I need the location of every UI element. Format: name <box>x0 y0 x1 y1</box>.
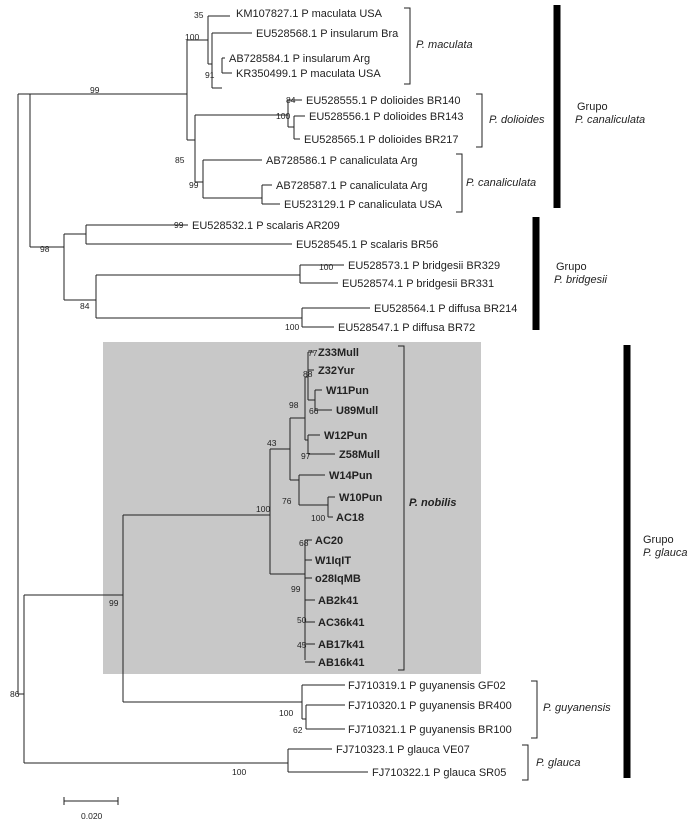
bootstrap-value: 100 <box>276 111 290 121</box>
bootstrap-value: 100 <box>256 504 270 514</box>
tip-label: EU523129.1 P canaliculata USA <box>284 199 443 211</box>
bootstrap-value: 100 <box>319 262 333 272</box>
nobilis-bracket <box>398 345 405 671</box>
group-label-bridgesii-name: P. bridgesii <box>554 274 608 286</box>
bootstrap-value: 88 <box>303 369 313 379</box>
tip-label: W1IqIT <box>315 555 351 567</box>
tip-label: AB728584.1 P insularum Arg <box>229 53 370 65</box>
bootstrap-values: 35 100 91 99 84 100 85 99 99 98 100 84 1… <box>10 10 333 777</box>
bootstrap-value: 97 <box>301 451 311 461</box>
scale-bar-line <box>63 797 119 805</box>
bootstrap-value: 99 <box>189 180 199 190</box>
tip-label: AB728587.1 P canaliculata Arg <box>276 180 427 192</box>
bootstrap-value: 100 <box>232 767 246 777</box>
tip-label: Z58Mull <box>339 449 380 461</box>
tip-label: U89Mull <box>336 405 378 417</box>
bootstrap-value: 43 <box>267 438 277 448</box>
bootstrap-value: 66 <box>309 406 319 416</box>
tip-label: FJ710319.1 P guyanensis GF02 <box>348 680 506 692</box>
tip-label: KM107827.1 P maculata USA <box>236 8 383 20</box>
tip-label: EU528556.1 P dolioides BR143 <box>309 111 464 123</box>
tip-label: EU528532.1 P scalaris AR209 <box>192 220 340 232</box>
tip-label: Z33Mull <box>318 347 359 359</box>
tip-label: KR350499.1 P maculata USA <box>236 68 381 80</box>
nobilis-highlight-box <box>103 342 481 674</box>
tip-label: FJ710321.1 P guyanensis BR100 <box>348 724 512 736</box>
tip-label: AC20 <box>315 535 343 547</box>
tip-label: W11Pun <box>326 385 369 397</box>
canaliculata-bracket <box>456 153 463 213</box>
bootstrap-value: 99 <box>174 220 184 230</box>
bootstrap-value: 99 <box>291 584 301 594</box>
clade-label-guyanensis: P. guyanensis <box>543 702 611 714</box>
bootstrap-value: 99 <box>90 85 100 95</box>
tip-label: W14Pun <box>329 470 373 482</box>
clade-label-dolioides: P. dolioides <box>489 114 545 126</box>
tip-label: EU528555.1 P dolioides BR140 <box>306 95 461 107</box>
group-bars: Grupo P. canaliculata Grupo P. bridgesii… <box>532 5 687 778</box>
group-label-canaliculata-word: Grupo <box>577 101 608 113</box>
bootstrap-value: 50 <box>297 615 307 625</box>
clade-label-glauca: P. glauca <box>536 757 580 769</box>
tip-label: AB728586.1 P canaliculata Arg <box>266 155 417 167</box>
bootstrap-value: 100 <box>311 513 325 523</box>
clade-label-canaliculata: P. canaliculata <box>466 177 536 189</box>
tip-label: AC18 <box>336 512 364 524</box>
clade-brackets: P. maculata P. dolioides P. canaliculata… <box>398 7 611 781</box>
bootstrap-value: 91 <box>205 70 215 80</box>
tip-label: EU528565.1 P dolioides BR217 <box>304 134 459 146</box>
tip-label: AC36k41 <box>318 617 364 629</box>
bootstrap-value: 100 <box>279 708 293 718</box>
tip-label: EU528547.1 P diffusa BR72 <box>338 322 475 334</box>
tip-label: EU528545.1 P scalaris BR56 <box>296 239 438 251</box>
bootstrap-value: 84 <box>286 95 296 105</box>
bootstrap-value: 84 <box>80 301 90 311</box>
tip-label: o28IqMB <box>315 573 361 585</box>
tip-label: FJ710320.1 P guyanensis BR400 <box>348 700 512 712</box>
tip-label: W12Pun <box>324 430 368 442</box>
tip-label: EU528564.1 P diffusa BR214 <box>374 303 517 315</box>
guyanensis-bracket <box>531 680 538 739</box>
tip-label: FJ710323.1 P glauca VE07 <box>336 744 470 756</box>
bootstrap-value: 100 <box>185 32 199 42</box>
clade-label-maculata: P. maculata <box>416 39 473 51</box>
tip-label: AB2k41 <box>318 595 358 607</box>
scale-bar-label: 0.020 <box>81 811 103 821</box>
bootstrap-value: 86 <box>10 689 20 699</box>
tip-label: AB16k41 <box>318 657 364 669</box>
bootstrap-value: 35 <box>194 10 204 20</box>
group-label-canaliculata-name: P. canaliculata <box>575 114 645 126</box>
bootstrap-value: 100 <box>285 322 299 332</box>
bootstrap-value: 62 <box>293 725 303 735</box>
glauca-bracket <box>522 744 529 781</box>
bootstrap-value: 99 <box>109 598 119 608</box>
bootstrap-value: 98 <box>289 400 299 410</box>
group-label-bridgesii-word: Grupo <box>556 261 587 273</box>
bootstrap-value: 77 <box>308 348 318 358</box>
bootstrap-value: 76 <box>282 496 292 506</box>
tip-label: EU528574.1 P bridgesii BR331 <box>342 278 494 290</box>
bootstrap-value: 98 <box>40 244 50 254</box>
tip-label: EU528568.1 P insularum Bra <box>256 28 399 40</box>
scale-bar: 0.020 <box>63 797 119 821</box>
maculata-bracket <box>404 7 411 85</box>
dolioides-bracket <box>476 93 483 148</box>
tip-label: EU528573.1 P bridgesii BR329 <box>348 260 500 272</box>
group-label-glauca-name: P. glauca <box>643 547 687 559</box>
tip-label: W10Pun <box>339 492 383 504</box>
tree-branches <box>17 15 370 773</box>
clade-label-nobilis: P. nobilis <box>409 497 456 509</box>
bootstrap-value: 68 <box>299 538 309 548</box>
tip-label: Z32Yur <box>318 365 355 377</box>
tip-label: FJ710322.1 P glauca SR05 <box>372 767 506 779</box>
bootstrap-value: 45 <box>297 640 307 650</box>
tip-label: AB17k41 <box>318 639 364 651</box>
bootstrap-value: 85 <box>175 155 185 165</box>
group-label-glauca-word: Grupo <box>643 534 674 546</box>
tip-labels: KM107827.1 P maculata USA EU528568.1 P i… <box>192 8 517 779</box>
